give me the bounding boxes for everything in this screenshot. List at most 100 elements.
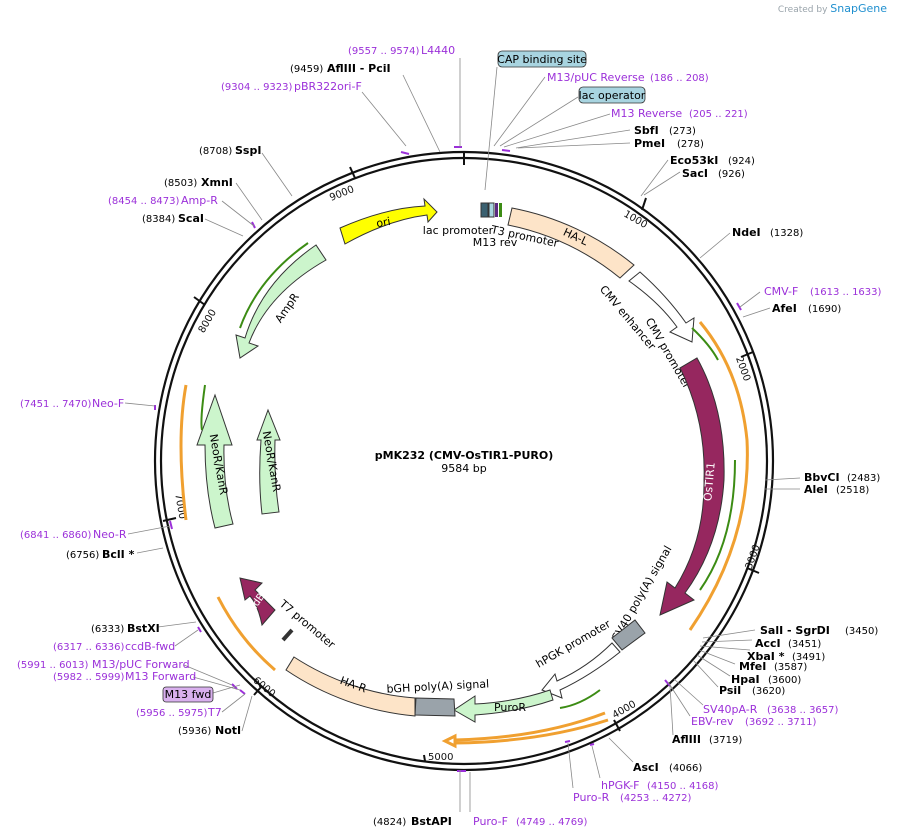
sbfi-label: SbfI xyxy=(634,124,659,137)
hpgk-f-position: (4150 .. 4168) xyxy=(647,781,719,792)
t7-position: (5956 .. 5975) xyxy=(136,708,208,719)
afei-position: (1690) xyxy=(808,304,841,315)
ostir1-orf xyxy=(688,321,749,631)
lac-promoter-label: lac promoter xyxy=(423,224,494,237)
bstapi-position: (4824) xyxy=(373,817,406,828)
sali-position: (3450) xyxy=(845,626,878,637)
primer-markers xyxy=(154,146,742,772)
neor-orf-inner xyxy=(200,384,206,431)
puror-orf xyxy=(441,711,609,749)
cap-site-label: CAP binding site xyxy=(497,53,587,66)
sbfi-position: (273) xyxy=(669,126,696,137)
m13puc-rev-label: M13/pUC Reverse xyxy=(547,71,645,84)
snapgene-logo: SnapGene xyxy=(830,2,887,15)
cmv-orf-inner xyxy=(691,327,719,361)
pbr322-label: pBR322ori-F xyxy=(294,80,362,93)
afliii-position: (3719) xyxy=(709,735,742,746)
m13-forward-position: (5982 .. 5999) xyxy=(53,672,125,683)
xmni-label: XmnI xyxy=(201,176,233,189)
ampr-arrow xyxy=(235,244,327,359)
sali-label: SalI - SgrDI xyxy=(760,624,830,637)
puror-orf-inner xyxy=(559,689,601,709)
l4440-position: (9557 .. 9574) xyxy=(348,46,420,57)
puro-r-position: (4253 .. 4272) xyxy=(620,793,692,804)
m13rev-label: M13 rev xyxy=(473,236,518,249)
m13puc-fwd-label: M13/pUC Forward xyxy=(92,658,190,671)
credit: Created by SnapGene xyxy=(778,2,887,15)
ostir1-arrow xyxy=(659,357,725,616)
psti-label: PsiI xyxy=(719,684,741,697)
ori-arrow xyxy=(339,197,438,245)
acci-position: (3451) xyxy=(788,639,821,650)
mfei-position: (3587) xyxy=(774,662,807,673)
m13-fwd-box xyxy=(162,686,214,703)
xbai-position: (3491) xyxy=(792,652,825,663)
bbvci-position: (2483) xyxy=(847,473,880,484)
xmni-position: (8503) xyxy=(164,178,197,189)
pbr322-position: (9304 .. 9323) xyxy=(221,82,293,93)
t7-promoter-label: T7 promoter xyxy=(276,597,338,652)
bgh-polya xyxy=(414,697,456,717)
saci-position: (926) xyxy=(718,169,745,180)
cap-box xyxy=(480,202,489,218)
bstxi-position: (6333) xyxy=(91,624,124,635)
xbai-label: XbaI * xyxy=(747,650,785,663)
ebv-rev-position: (3692 .. 3711) xyxy=(745,717,817,728)
hal-arrow xyxy=(507,207,635,279)
alei-position: (2518) xyxy=(836,485,869,496)
noti-label: NotI xyxy=(215,724,241,737)
neo-f-label: Neo-F xyxy=(92,397,124,410)
ccdb-fwd-position: (6317 .. 6336) xyxy=(53,642,125,653)
neo-r-position: (6841 .. 6860) xyxy=(20,530,92,541)
pcii-position: (9459) xyxy=(290,64,323,75)
neor-orf-1 xyxy=(179,384,188,521)
ndei-label: NdeI xyxy=(732,226,761,239)
neo-r-label: Neo-R xyxy=(93,528,127,541)
sspi-label: SspI xyxy=(235,144,261,157)
scai-label: ScaI xyxy=(178,212,204,225)
ccdb-fwd-label: ccdB-fwd xyxy=(125,640,175,653)
sv40-polya xyxy=(611,619,646,651)
har-arrow xyxy=(285,656,416,717)
afei-label: AfeI xyxy=(772,302,797,315)
ostir1-orf-inner xyxy=(699,459,736,591)
lac-operator-label: lac operator xyxy=(579,89,646,102)
asci-label: AscI xyxy=(633,761,659,774)
afliii-label: AflIII xyxy=(672,733,701,746)
hpai-label: HpaI xyxy=(731,673,760,686)
bbvci-label: BbvCI xyxy=(804,471,840,484)
acci-label: AccI xyxy=(755,637,781,650)
pmei-position: (278) xyxy=(677,139,704,150)
m13puc-rev-position: (186 .. 208) xyxy=(650,73,709,84)
cmv-f-label: CMV-F xyxy=(764,285,798,298)
t3-box xyxy=(499,203,502,217)
cmv-enhancer-arrow xyxy=(628,271,695,343)
pmei-label: PmeI xyxy=(634,137,665,150)
tick-3000: 3000 xyxy=(744,543,763,571)
m13-reverse-label: M13 Reverse xyxy=(611,107,682,120)
m13-fwd-box-label: M13 fwd xyxy=(165,688,212,701)
sv40pa-r-position: (3638 .. 3657) xyxy=(767,705,839,716)
ampr-orf xyxy=(239,242,309,329)
psti-position: (3620) xyxy=(752,686,785,697)
bstxi-label: BstXI xyxy=(127,622,160,635)
ndei-position: (1328) xyxy=(770,228,803,239)
puro-f-label: Puro-F xyxy=(473,815,508,828)
ori-label: ori xyxy=(375,215,391,230)
alei-label: AleI xyxy=(804,483,828,496)
pcii-label: AflIII - PciI xyxy=(327,62,391,75)
bstapi-label: BstAPI xyxy=(411,815,452,828)
puror-label: PuroR xyxy=(494,701,526,714)
m13puc-fwd-position: (5991 .. 6013) xyxy=(17,660,89,671)
plasmid-name: pMK232 (CMV-OsTIR1-PURO) xyxy=(375,449,554,462)
tick-marks xyxy=(162,152,760,762)
bcli-position: (6756) xyxy=(66,550,99,561)
eco53ki-position: (924) xyxy=(728,156,755,167)
hpgk-arrow xyxy=(541,642,621,699)
neor-arrow-2 xyxy=(256,408,281,515)
ostir1-label: OsTIR1 xyxy=(701,462,717,502)
cmv-f-position: (1613 .. 1633) xyxy=(810,287,882,298)
ccdb-orf xyxy=(216,596,276,672)
hpai-position: (3600) xyxy=(768,675,801,686)
